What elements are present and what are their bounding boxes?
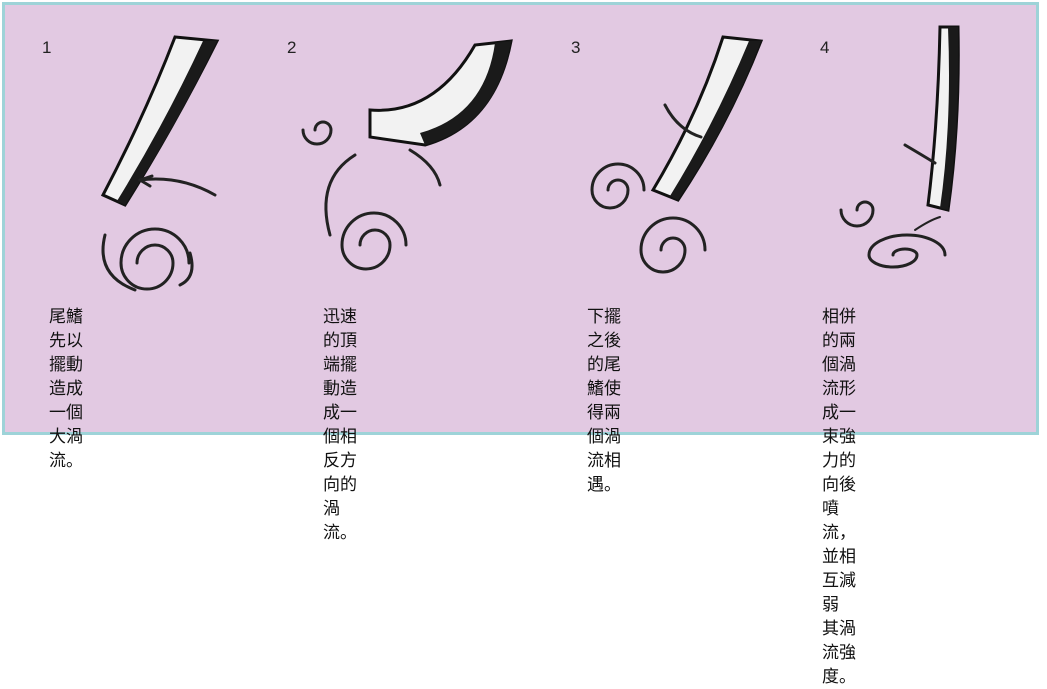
tail-fin-illustration-1 bbox=[5, 5, 265, 305]
diagram-frame: 1 尾鰭先以擺動造成 一個大渦流。 2 迅速的頂端擺動造 成一個相反方向的 渦流… bbox=[2, 2, 1039, 435]
panel-1-caption: 尾鰭先以擺動造成 一個大渦流。 bbox=[49, 305, 83, 473]
tail-fin-illustration-2 bbox=[275, 5, 535, 305]
tail-fin-illustration-4 bbox=[810, 5, 1040, 305]
tail-fin-illustration-3 bbox=[553, 5, 813, 305]
panel-3-caption: 下擺之後的尾鰭使 得兩個渦流相遇。 bbox=[587, 305, 621, 497]
panel-2-caption: 迅速的頂端擺動造 成一個相反方向的 渦流。 bbox=[323, 305, 357, 545]
panel-4-caption: 相併的兩個渦流形 成一束強力的向後 噴流，並相互減弱 其渦流強度。 bbox=[822, 305, 856, 689]
